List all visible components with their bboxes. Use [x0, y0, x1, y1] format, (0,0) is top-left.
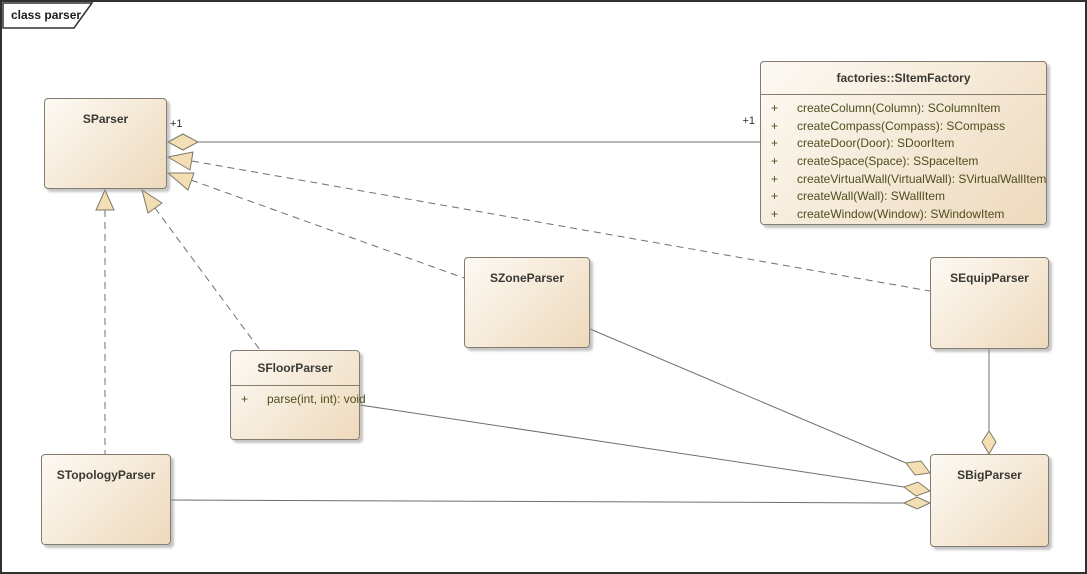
- method-row: + createDoor(Door): SDoorItem: [761, 135, 1046, 153]
- aggregation-sbigparser-sfloorparser[interactable]: [359, 404, 932, 497]
- method-row: + createVirtualWall(VirtualWall): SVirtu…: [761, 171, 1046, 189]
- class-box-sparser[interactable]: SParser: [44, 98, 167, 189]
- class-box-sfloorparser[interactable]: SFloorParser + parse(int, int): void: [230, 350, 366, 440]
- generalization-arrow-icon: [166, 172, 195, 191]
- method-signature: createDoor(Door): SDoorItem: [797, 136, 955, 151]
- aggregation-diamond-icon: [905, 460, 931, 476]
- diagram-frame-title: class parser: [11, 8, 82, 22]
- class-box-sequipparser[interactable]: SEquipParser: [930, 257, 1049, 349]
- multiplicity-label-target: +1: [742, 115, 755, 127]
- method-signature: createColumn(Column): SColumnItem: [797, 101, 1001, 115]
- class-box-sbigparser[interactable]: SBigParser: [930, 454, 1049, 547]
- visibility: +: [771, 171, 779, 186]
- realization-szoneparser-sparser[interactable]: [166, 172, 465, 279]
- method-signature: createWindow(Window): SWindowItem: [797, 207, 1005, 222]
- methods-compartment: + parse(int, int): void: [231, 386, 366, 409]
- frame-tab: [2, 2, 94, 29]
- method-signature: createSpace(Space): SSpaceItem: [797, 154, 979, 169]
- aggregation-sparser-sitemfactory[interactable]: [166, 133, 760, 151]
- generalization-arrow-icon: [166, 151, 194, 171]
- visibility: +: [771, 101, 779, 115]
- methods-compartment: + createColumn(Column): SColumnItem + cr…: [761, 95, 1046, 224]
- multiplicity-label-source: +1: [170, 118, 183, 130]
- class-title: STopologyParser: [56, 468, 156, 482]
- aggregation-diamond-icon: [166, 133, 200, 151]
- visibility: +: [241, 392, 249, 406]
- aggregation-diamond-icon: [902, 496, 932, 510]
- method-row: + createSpace(Space): SSpaceItem: [761, 153, 1046, 171]
- realization-sfloorparser-sparser[interactable]: [141, 188, 261, 351]
- compartment-separator: [761, 94, 1046, 95]
- method-row: + parse(int, int): void: [231, 391, 366, 409]
- class-title: SEquipParser: [950, 271, 1029, 285]
- method-row: + createWall(Wall): SWallItem: [761, 188, 1046, 206]
- class-title: factories::SItemFactory: [836, 71, 971, 85]
- generalization-arrow-icon: [95, 188, 115, 211]
- visibility: +: [771, 154, 779, 169]
- aggregation-sbigparser-szoneparser[interactable]: [589, 328, 931, 476]
- method-signature: createWall(Wall): SWallItem: [797, 189, 946, 204]
- compartment-separator: [231, 385, 359, 386]
- class-title: SFloorParser: [257, 361, 333, 375]
- method-signature: parse(int, int): void: [267, 392, 366, 406]
- visibility: +: [771, 189, 779, 204]
- visibility: +: [771, 118, 779, 133]
- aggregation-sbigparser-stopologyparser[interactable]: [170, 496, 932, 510]
- realization-stopologyparser-sparser[interactable]: [95, 188, 115, 454]
- aggregation-diamond-icon: [902, 481, 932, 497]
- visibility: +: [771, 207, 779, 222]
- class-title: SBigParser: [957, 468, 1022, 482]
- class-title: SZoneParser: [489, 271, 565, 285]
- realization-sequipparser-sparser[interactable]: [166, 151, 931, 292]
- method-row: + createCompass(Compass): SCompass: [761, 118, 1046, 136]
- aggregation-sbigparser-sequipparser[interactable]: [981, 349, 997, 455]
- class-box-sitemfactory[interactable]: factories::SItemFactory + createColumn(C…: [760, 61, 1047, 225]
- method-row: + createWindow(Window): SWindowItem: [761, 206, 1046, 224]
- method-signature: createCompass(Compass): SCompass: [797, 118, 1006, 133]
- method-row: + createColumn(Column): SColumnItem: [761, 100, 1046, 118]
- class-box-stopologyparser[interactable]: STopologyParser: [41, 454, 171, 545]
- class-box-szoneparser[interactable]: SZoneParser: [464, 257, 590, 348]
- class-title: SParser: [82, 112, 129, 126]
- method-signature: createVirtualWall(VirtualWall): SVirtual…: [797, 171, 1047, 186]
- visibility: +: [771, 136, 779, 151]
- generalization-arrow-icon: [141, 188, 163, 214]
- aggregation-diamond-icon: [981, 430, 997, 455]
